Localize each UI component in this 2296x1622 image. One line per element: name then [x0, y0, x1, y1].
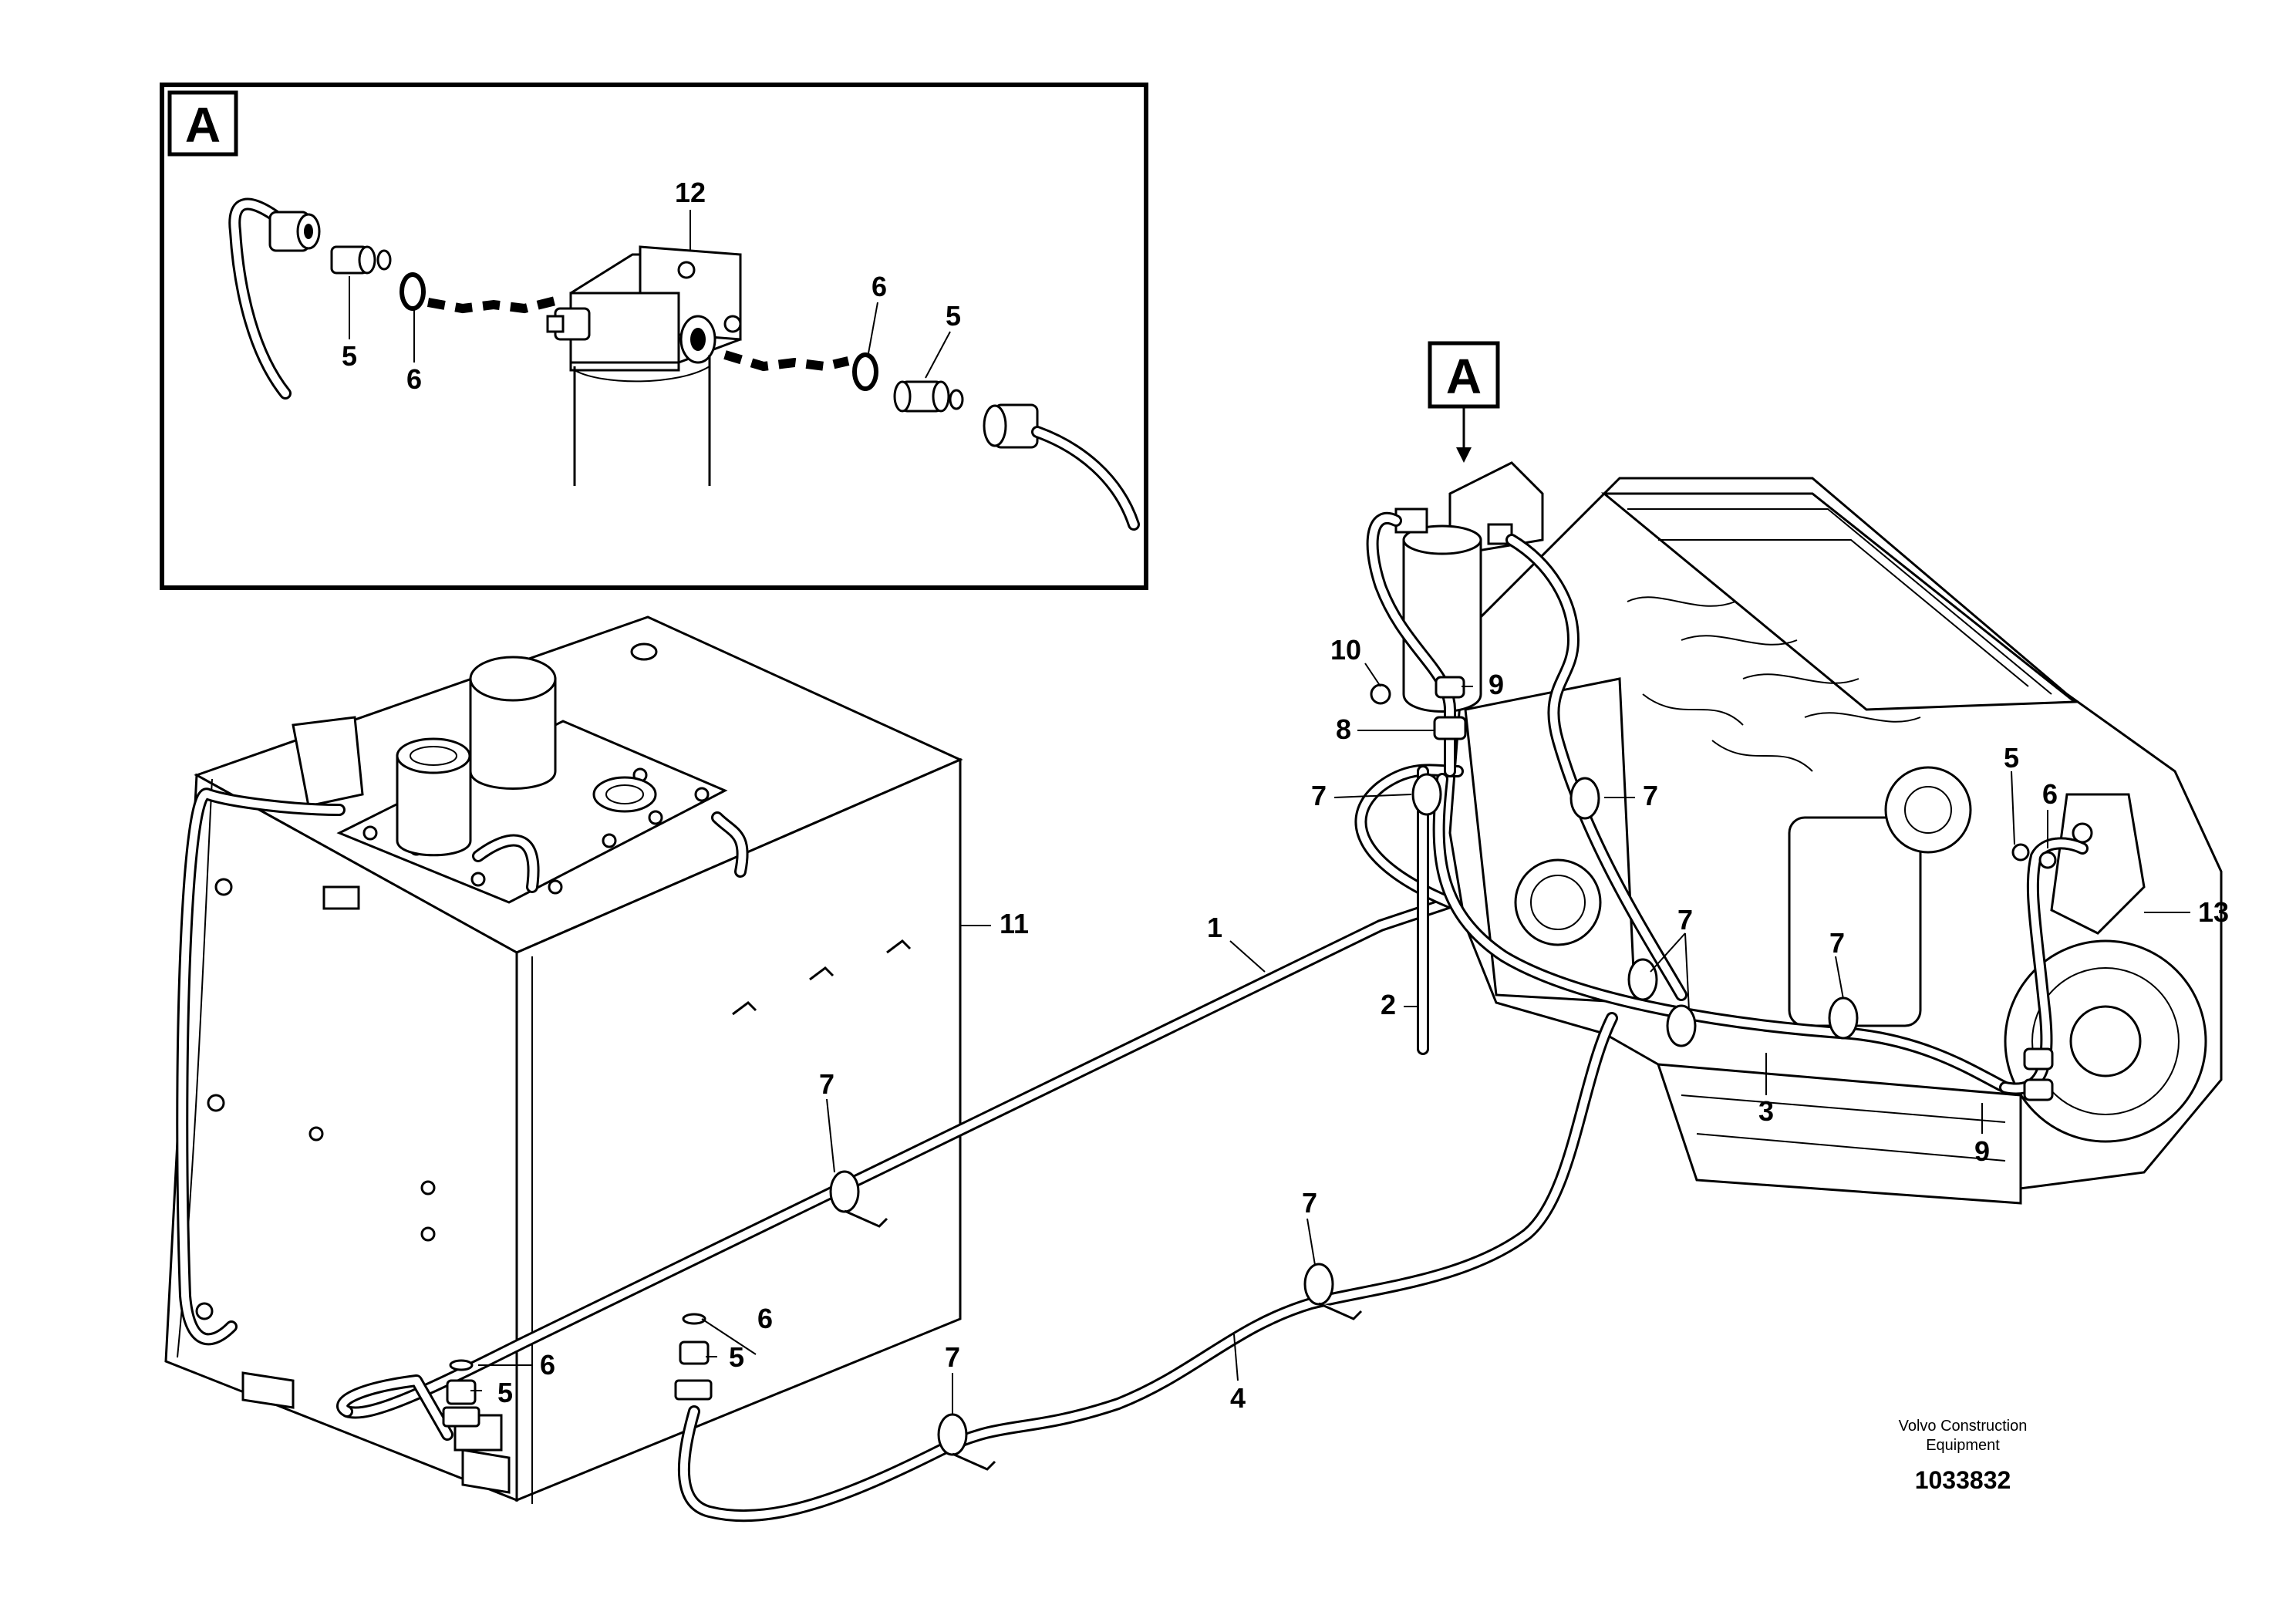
callout-6: 6	[872, 271, 887, 302]
footer: Volvo Construction Equipment 1033832	[1899, 1418, 2028, 1494]
detail-filter-head	[546, 245, 742, 486]
engine-block	[1394, 461, 2223, 1205]
callout-6: 6	[757, 1303, 773, 1334]
tank-bosses	[195, 878, 436, 1320]
callout-8: 8	[1336, 713, 1351, 745]
tank-fitting-left	[442, 1359, 480, 1428]
brand-line-1: Volvo Construction	[1899, 1418, 2028, 1435]
tank-side	[515, 757, 962, 1502]
callout-5: 5	[729, 1341, 744, 1373]
drawing-number: 1033832	[1915, 1466, 2011, 1494]
callout-7: 7	[945, 1341, 960, 1373]
tank-filter-cap	[469, 656, 557, 790]
detail-nut-right	[983, 403, 1039, 449]
callout-6: 6	[540, 1349, 555, 1381]
tank-filler	[592, 776, 657, 813]
tank-breather	[292, 716, 364, 808]
main-callouts: 10 9 8 7 7 7 7 2 1 11 7 3 5 6 13 9 7 6 5…	[497, 634, 2229, 1414]
tank-sender-unit	[396, 737, 472, 857]
detail-view-a: A	[160, 83, 1148, 590]
clamps	[829, 773, 1859, 1471]
callout-5: 5	[342, 340, 357, 372]
callout-9: 9	[1974, 1135, 1990, 1167]
fuel-tank	[164, 615, 963, 1504]
tank-fitting-right	[674, 1313, 713, 1401]
fuel-lines	[336, 511, 2089, 1523]
callout-13: 13	[2198, 896, 2229, 928]
detail-oring-left	[400, 272, 426, 311]
oil-sump	[1656, 1063, 2022, 1205]
detail-oring-right	[852, 352, 878, 391]
callout-5: 5	[946, 300, 961, 332]
view-marker-label: A	[1446, 349, 1482, 404]
callout-9: 9	[1489, 669, 1504, 700]
detail-label: A	[185, 97, 221, 153]
callout-6: 6	[2042, 778, 2058, 810]
callout-5: 5	[497, 1377, 513, 1408]
callout-7: 7	[1677, 904, 1693, 936]
turbo	[1884, 766, 1972, 854]
engine-fuel-filter	[1394, 461, 1544, 713]
callout-12: 12	[675, 177, 706, 208]
tank-slots	[732, 939, 912, 1016]
callout-6: 6	[406, 363, 422, 395]
rocker-cover	[1600, 492, 2079, 711]
callout-1: 1	[1207, 912, 1222, 943]
callout-2: 2	[1381, 989, 1396, 1020]
callout-7: 7	[819, 1068, 834, 1100]
detail-label-box	[167, 90, 238, 157]
detail-flowline-right	[723, 350, 850, 372]
banjo-fittings	[1370, 676, 2057, 1101]
callout-10: 10	[1330, 634, 1361, 666]
detail-nut-left	[268, 211, 321, 252]
callout-7: 7	[1643, 780, 1658, 811]
detail-flowline-left	[426, 296, 557, 314]
tank-label-plate	[322, 885, 360, 910]
leader-lines	[470, 663, 2190, 1415]
callout-5: 5	[2004, 742, 2019, 774]
brand-line-2: Equipment	[1926, 1437, 2000, 1454]
callout-7: 7	[1311, 780, 1327, 811]
callout-11: 11	[1000, 908, 1029, 939]
view-a-marker: A	[1428, 341, 1500, 463]
callout-7: 7	[1829, 927, 1845, 959]
callout-3: 3	[1758, 1095, 1774, 1127]
callout-4: 4	[1230, 1382, 1246, 1414]
oil-filter	[1788, 816, 1922, 1027]
injector-lines	[1627, 596, 1921, 772]
callout-7: 7	[1302, 1187, 1317, 1219]
detail-fitting-right	[893, 380, 964, 413]
detail-fitting-left	[330, 245, 392, 275]
